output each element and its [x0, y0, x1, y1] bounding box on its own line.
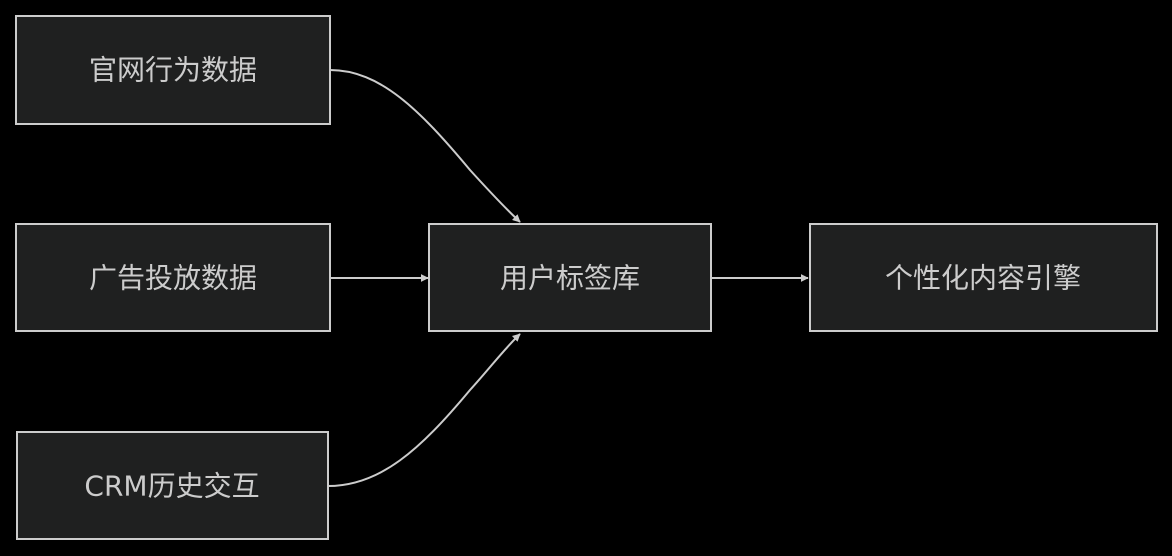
edge-crm-to-tags	[327, 333, 521, 487]
node-tags-label: 用户标签库	[500, 262, 640, 295]
node-crm-label: CRM历史交互	[84, 470, 259, 503]
node-tags[interactable]: 用户标签库	[428, 223, 712, 332]
edge-web-to-tags	[329, 69, 521, 223]
node-tags-box	[428, 223, 712, 332]
node-engine-label: 个性化内容引擎	[885, 262, 1081, 295]
node-ads-box	[15, 223, 331, 332]
node-web[interactable]: 官网行为数据	[15, 15, 331, 125]
node-engine-box	[809, 223, 1158, 332]
node-crm-box	[16, 431, 329, 540]
node-ads-label: 广告投放数据	[89, 262, 257, 295]
node-crm[interactable]: CRM历史交互	[16, 431, 329, 540]
node-web-label: 官网行为数据	[89, 54, 257, 87]
node-web-box	[15, 15, 331, 125]
node-engine[interactable]: 个性化内容引擎	[809, 223, 1158, 332]
node-ads[interactable]: 广告投放数据	[15, 223, 331, 332]
